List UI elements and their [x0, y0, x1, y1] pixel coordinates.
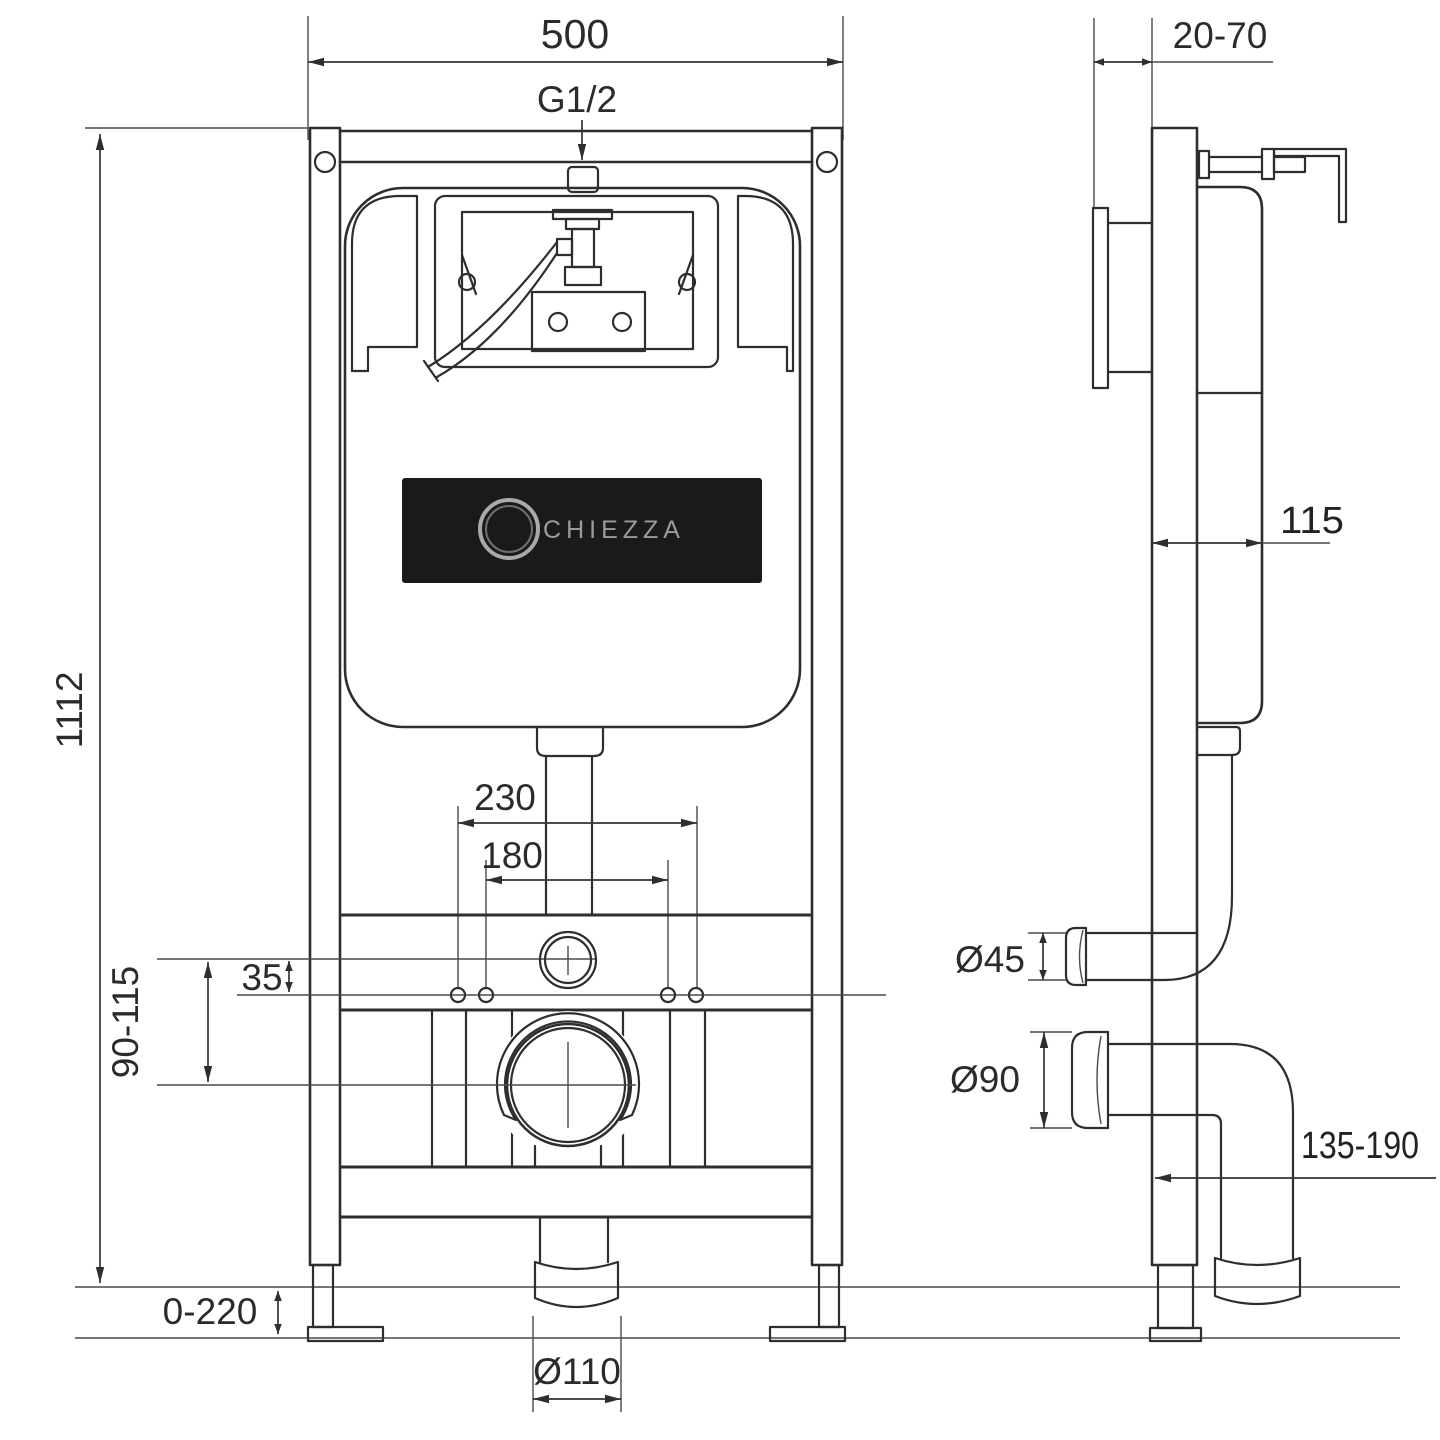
cistern-shoulder-left — [350, 194, 419, 373]
dim-180-label: 180 — [481, 835, 543, 876]
cistern-outline — [343, 186, 802, 729]
valve-port-left — [555, 237, 574, 257]
valve-mount-plate — [530, 290, 647, 353]
badge-ring-inner-icon — [485, 505, 533, 553]
dim-230-label: 230 — [474, 777, 536, 818]
access-window-outer — [433, 194, 720, 369]
dim-45-label: Ø45 — [955, 939, 1025, 980]
dim-135-190-label: 135-190 — [1301, 1125, 1419, 1167]
valve-body — [570, 227, 596, 269]
flush-pipe-collar — [535, 725, 605, 758]
inlet-hole-outer — [538, 930, 598, 990]
stud-hole-2 — [477, 986, 495, 1004]
floor-lines — [75, 1286, 1400, 1339]
flush-connector — [1195, 725, 1242, 757]
dim-height: 1112 0-220 — [49, 127, 308, 1334]
drain-pipe: Ø110 — [532, 1215, 622, 1412]
dim-20-70-label: 20-70 — [1173, 15, 1268, 56]
leg-right — [817, 1263, 841, 1329]
dim-fixings: 230 180 — [457, 777, 698, 988]
outlet-clamp-arc — [495, 1012, 641, 1122]
bracket-hook — [1272, 147, 1348, 224]
dim-35-label: 35 — [241, 957, 282, 998]
dim-g12-label: G1/2 — [537, 79, 617, 120]
fill-valve — [422, 208, 647, 383]
cistern-shoulder-right — [736, 194, 795, 373]
push-plate — [1091, 206, 1110, 390]
flush-elbow-outer — [1084, 894, 1234, 982]
flush-pipe-front — [535, 725, 605, 917]
stud-hole-4 — [687, 986, 705, 1004]
dim-110-label: Ø110 — [533, 1351, 621, 1392]
hanger-hole-left — [313, 150, 337, 174]
bracket-block — [1260, 147, 1276, 181]
outlet-elbow-inner — [1210, 1113, 1223, 1260]
brand-name: CHIEZZA — [543, 516, 685, 544]
foot-side — [1148, 1326, 1203, 1343]
leg-side — [1156, 1263, 1195, 1330]
foot-left — [306, 1325, 385, 1343]
stud-hole-1 — [449, 986, 467, 1004]
bracket-slider — [1272, 155, 1307, 174]
dim-water-inlet: G1/2 — [537, 79, 617, 160]
flush-pipe-side: Ø45 — [955, 725, 1242, 987]
inlet-fitting — [566, 165, 600, 194]
frame-side — [1150, 126, 1199, 1267]
dim-left-heights: 35 90-115 — [105, 957, 293, 1082]
outlet-elbow-outer — [1228, 1042, 1295, 1260]
side-view: 20-70 115 — [950, 15, 1436, 1343]
plate-hole-right — [611, 311, 633, 333]
dim-0-220-label: 0-220 — [163, 1291, 258, 1332]
dim-90-115-label: 90-115 — [105, 966, 146, 1078]
inlet-hole-inner — [543, 935, 593, 985]
stud-hole-3 — [659, 986, 677, 1004]
dim-wall-distance: 20-70 — [1093, 15, 1273, 208]
supply-hose-lower — [435, 251, 559, 379]
outlet-floor-collar — [1213, 1256, 1302, 1306]
badge-ring-icon — [478, 498, 540, 560]
frame-upright-right — [810, 126, 844, 1267]
drain-collar — [533, 1260, 620, 1309]
access-window-inner — [460, 210, 695, 351]
legs-side — [1148, 1263, 1203, 1343]
outlet-collar-90 — [1070, 1030, 1110, 1130]
hose-end-cap — [422, 359, 440, 383]
cistern-side-outline — [1195, 185, 1264, 725]
cistern-front: CHIEZZA — [343, 186, 802, 729]
plate-hole-left — [547, 311, 569, 333]
dim-overall-width: 500 — [307, 11, 844, 140]
hanger-hole-right — [815, 150, 839, 174]
valve-nut — [563, 265, 603, 287]
foot-right — [768, 1325, 847, 1343]
outlet-pipe-side: Ø90 135-190 — [950, 1030, 1436, 1306]
supply-hose-upper — [426, 240, 559, 369]
flush-collar-45 — [1064, 926, 1088, 987]
legs-front — [306, 1263, 847, 1343]
cistern-side — [1195, 185, 1264, 725]
front-view: 500 G1/2 — [49, 11, 886, 1412]
wall-bracket — [1197, 147, 1348, 224]
dim-depth: 115 — [1152, 500, 1344, 548]
dim-1112-label: 1112 — [49, 672, 90, 749]
brand-badge: CHIEZZA — [402, 478, 762, 583]
window-screw-left — [457, 272, 477, 292]
leg-left — [311, 1263, 335, 1329]
valve-flange-small — [564, 217, 601, 231]
dim-500-label: 500 — [541, 11, 609, 57]
dim-90-label: Ø90 — [950, 1059, 1020, 1100]
lower-bracket-zone — [157, 913, 886, 1219]
frame-upright-left — [308, 126, 342, 1267]
actuator-plate-side — [1091, 206, 1154, 390]
window-screw-right — [677, 272, 697, 292]
bracket-collar — [1197, 149, 1211, 180]
dim-115-label: 115 — [1280, 500, 1344, 542]
